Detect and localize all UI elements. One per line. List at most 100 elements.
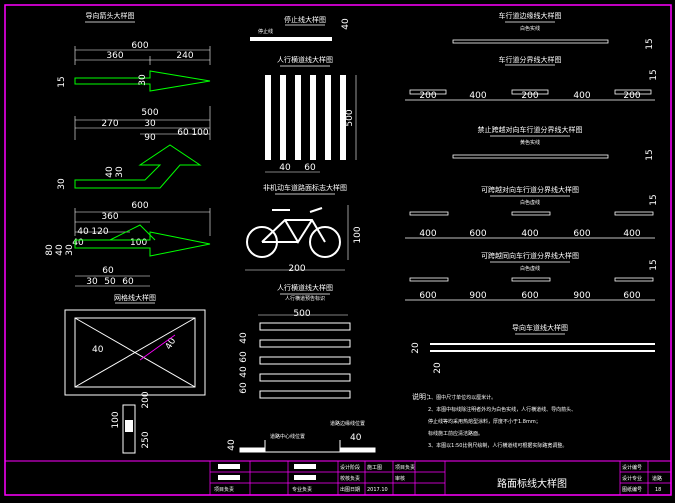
- cw2-b: 60: [239, 351, 249, 363]
- arrow2-b: 500: [141, 108, 158, 118]
- grid-title: 网格线大样图: [114, 293, 156, 302]
- arrow3-h: 80: [45, 244, 55, 256]
- double2-title: 可跨越同向车行道分界线大样图: [481, 251, 579, 260]
- tb-check: 校核负责: [340, 475, 360, 482]
- notes-heading: 说明：: [412, 392, 433, 401]
- tb-check2: 审核: [395, 475, 405, 482]
- note-5: 3、本图以1:50比例尺绘制，人行横道线可根据实际路宽调整。: [428, 442, 567, 449]
- tb-drawing-no: 图纸编号: [622, 486, 642, 493]
- arrow1-dims: [74, 46, 211, 65]
- double1-4: 600: [573, 229, 590, 239]
- double1-title: 可跨越对向车行道分界线大样图: [481, 185, 579, 194]
- grid-b: 40: [164, 336, 179, 351]
- crosswalk-w1: 40: [279, 163, 291, 173]
- turn-arrow: [74, 144, 202, 189]
- mixed-sub: 黄色实线: [520, 139, 540, 146]
- tb-date-label: 出图日期: [340, 486, 360, 493]
- arrow3-a: 40: [77, 227, 89, 237]
- tb-prof-mgr: 专业负责: [292, 486, 312, 493]
- stop-line: [250, 37, 332, 41]
- arrow3-e: 30: [86, 277, 98, 287]
- tb-design: 设计阶段: [340, 464, 360, 471]
- note-1: 1、图中尺寸单位均以厘米计。: [428, 394, 496, 401]
- cw2-a: 40: [239, 332, 249, 344]
- lane1-line: [452, 39, 609, 44]
- note-3: 停止线等均采用热熔型涂料，厚度不小于1.8mm；: [428, 418, 541, 425]
- arrow2-c: 30: [144, 119, 156, 129]
- lane2-5: 200: [623, 91, 640, 101]
- arrow1-right: 240: [176, 51, 193, 61]
- tb-design-no: 设计编号: [622, 464, 642, 471]
- mixed-line: [452, 154, 609, 159]
- double2-4: 900: [573, 291, 590, 301]
- cw2-c: 40: [239, 366, 249, 378]
- crosswalk2-len: 500: [293, 309, 310, 319]
- arrow1-h: 15: [57, 76, 67, 87]
- arrow1-w: 30: [138, 74, 148, 86]
- arrow2-h: 40: [105, 166, 115, 178]
- lane2-dashes: [405, 89, 655, 101]
- straight-left-arrow: [74, 231, 211, 257]
- arrow3-left: 360: [101, 212, 118, 222]
- crosswalk2-bars: [259, 322, 351, 399]
- double1-dashes: [405, 211, 655, 239]
- double1-3: 400: [521, 229, 538, 239]
- lane2-4: 400: [573, 91, 590, 101]
- mixed-title: 禁止跨越对向车行道分界线大样图: [478, 125, 583, 134]
- mixed-h: 15: [645, 149, 655, 160]
- double1-5: 400: [623, 229, 640, 239]
- double2-3: 600: [521, 291, 538, 301]
- lane2-3: 200: [521, 91, 538, 101]
- bottom-detail: [239, 440, 376, 453]
- lane2-h: 15: [649, 69, 659, 80]
- lane2-2: 400: [469, 91, 486, 101]
- bike-w: 200: [288, 264, 305, 274]
- arrow3-c: 40: [72, 238, 84, 248]
- double2-1: 600: [419, 291, 436, 301]
- cw2-d: 60: [239, 382, 249, 394]
- double2-2: 900: [469, 291, 486, 301]
- straight-arrow: [74, 70, 211, 92]
- tb-projno: 项目负责: [395, 464, 415, 471]
- arrow3-dims: [74, 208, 211, 287]
- title-block: 设计阶段 施工图 项目负责 校核负责 审核 出图日期 2017.10 项目负责 …: [5, 460, 671, 495]
- guide-b: 20: [433, 362, 443, 374]
- bottom-left-label: 道路中心线位置: [270, 433, 305, 440]
- guide-line2: [430, 350, 655, 352]
- double1-1: 400: [419, 229, 436, 239]
- note-4: 标线施工前应清洁路面。: [428, 430, 483, 437]
- tb-drawing-no-v: 18: [655, 487, 661, 493]
- arrow3-i: 40: [55, 244, 65, 256]
- tb-design-v: 施工图: [367, 464, 382, 471]
- bottom-b: 40: [350, 433, 362, 443]
- crosswalk-title: 人行横道线大样图: [277, 55, 333, 64]
- double1-sub: 白色虚线: [520, 199, 540, 206]
- guide-a: 20: [411, 342, 421, 354]
- bicycle-symbol: [246, 207, 341, 258]
- stop-title: 停止线大样图: [284, 15, 326, 24]
- arrow2-f: 90: [144, 133, 156, 143]
- double2-5: 600: [623, 291, 640, 301]
- crosswalk-stripes: [265, 75, 346, 160]
- arrow2-e: 100: [191, 128, 208, 138]
- grid-outer: [64, 309, 206, 396]
- arrow3-b: 120: [91, 227, 108, 237]
- lane2-1: 200: [419, 91, 436, 101]
- crosswalk2-sub: 人行横道预告标识: [285, 295, 325, 302]
- arrow1-left: 360: [106, 51, 123, 61]
- guide-title: 导向车道线大样图: [512, 323, 568, 332]
- tb-proj-mgr: 项目负责: [214, 486, 234, 493]
- double2-sub: 白色虚线: [520, 265, 540, 272]
- bike-title: 非机动车道路面标志大样图: [263, 183, 347, 192]
- arrow3-d: 100: [130, 238, 147, 248]
- lane1-title: 车行道边缘线大样图: [499, 11, 562, 20]
- bike-h: 100: [353, 226, 363, 243]
- double1-h: 15: [649, 194, 659, 205]
- arrow3-j: 30: [65, 244, 75, 256]
- arrow3-total: 600: [131, 201, 148, 211]
- double2-dashes: [405, 277, 655, 301]
- grid-e: 250: [141, 431, 151, 448]
- tb-date-value: 2017.10: [367, 487, 388, 493]
